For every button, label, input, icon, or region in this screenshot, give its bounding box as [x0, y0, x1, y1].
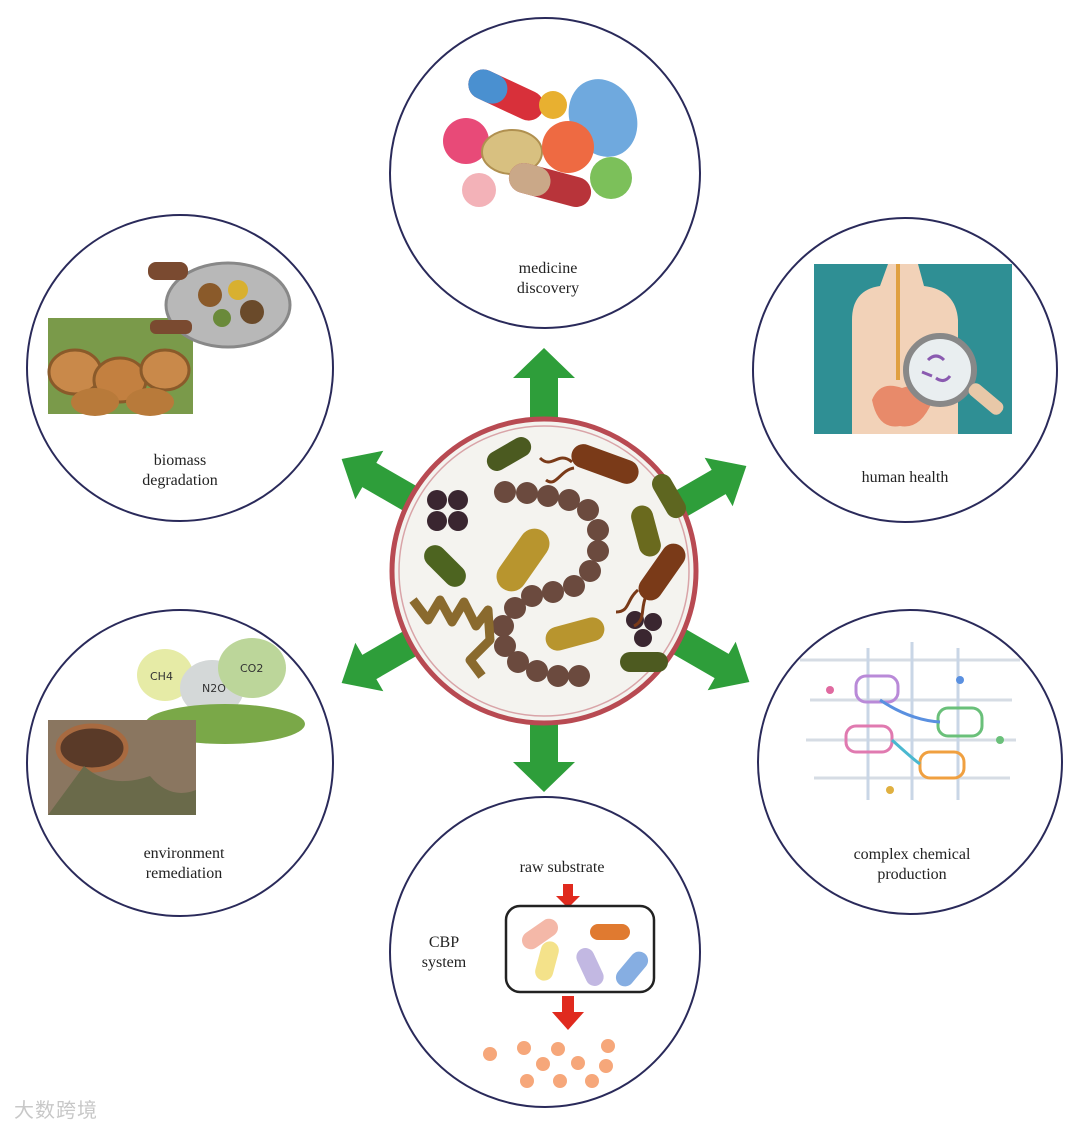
microbe-circle	[389, 416, 699, 726]
raw-substrate-label: raw substrate	[520, 859, 605, 876]
arrow-lower-right	[671, 628, 750, 691]
arrow-upper-left	[341, 450, 420, 513]
cbp-label-1: CBP	[429, 934, 459, 951]
microbe-rods	[521, 918, 649, 987]
app-cbp: raw substrate CBP system	[389, 796, 701, 1108]
arrow-up	[513, 348, 575, 420]
app-chemical: complex chemical production	[757, 609, 1063, 915]
environment-label-1: environment	[144, 845, 225, 862]
metabolic-pathway-icon	[800, 642, 1020, 800]
chemical-label-2: production	[877, 866, 946, 883]
product-particles	[483, 1039, 615, 1088]
streptococci-chain	[492, 481, 609, 687]
green-arrows	[341, 348, 750, 792]
methane-label: CH4	[150, 670, 173, 683]
nitrous-label: N2O	[202, 682, 226, 695]
spirochete	[409, 595, 495, 679]
biomass-icon	[47, 261, 292, 416]
cbp-label-2: system	[422, 954, 467, 971]
environment-label-2: remediation	[146, 865, 222, 882]
medicine-label-2: discovery	[517, 280, 579, 297]
biomass-label-1: biomass	[154, 452, 206, 469]
app-environment: CH4 N2O CO2 environment remediation	[26, 609, 334, 917]
app-medicine: medicine discovery	[389, 17, 701, 329]
watermark: 大数跨境	[14, 1094, 98, 1123]
human-body-icon	[814, 264, 1012, 434]
cocci-cluster	[427, 490, 662, 647]
pills-icon	[443, 69, 638, 207]
chemical-label-1: complex chemical	[854, 846, 971, 863]
flagellated-bacteria	[538, 444, 686, 628]
rod-bacteria	[424, 437, 686, 672]
arrow-down	[513, 720, 575, 792]
co2-label: CO2	[240, 662, 263, 675]
arrow-upper-right	[668, 457, 747, 520]
environment-icon: CH4 N2O CO2	[48, 638, 305, 815]
human-health-label: human health	[862, 469, 949, 486]
arrow-lower-left	[341, 629, 420, 692]
app-biomass: biomass degradation	[26, 214, 334, 522]
red-arrow-in	[556, 884, 580, 908]
medicine-label-1: medicine	[519, 260, 578, 277]
app-human-health: human health	[752, 217, 1058, 523]
red-arrow-out	[552, 996, 584, 1030]
biomass-label-2: degradation	[142, 472, 218, 489]
watermark-text: 大数跨境	[14, 1098, 98, 1122]
